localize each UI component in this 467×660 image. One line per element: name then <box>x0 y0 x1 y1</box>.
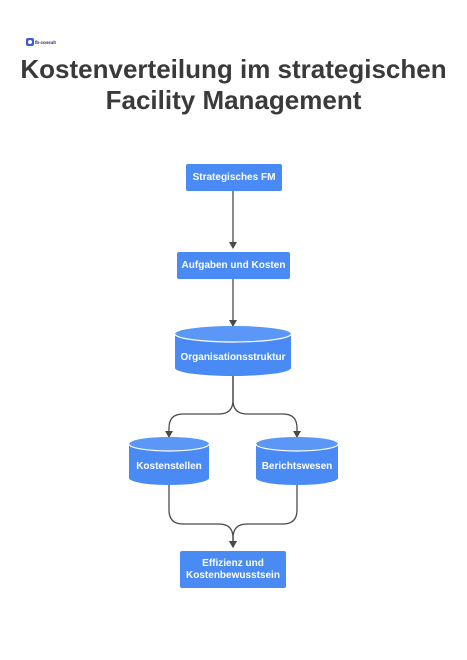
node-effizienz-label-line-1: Effizienz und <box>202 557 264 569</box>
node-effizienz-label-line-2: Kostenbewusstsein <box>186 569 280 581</box>
node-strategisches-fm-label: Strategisches FM <box>192 171 276 183</box>
logo-icon <box>26 38 34 46</box>
company-logo: fb-consult <box>26 37 56 47</box>
node-berichtswesen: Berichtswesen <box>256 453 338 479</box>
node-organisationsstruktur: Organisationsstruktur <box>175 344 291 370</box>
node-kostenstellen-shape <box>128 437 210 485</box>
edge-berichtswesen-to-effizienz <box>229 484 298 548</box>
page-title: Kostenverteilung im strategischen Facili… <box>0 54 467 116</box>
logo-text: fb-consult <box>35 39 56 45</box>
edge-organisation-to-berichtswesen <box>232 376 301 438</box>
node-aufgaben-und-kosten: Aufgaben und Kosten <box>177 252 290 279</box>
edge-organisation-to-kostenstellen <box>165 376 234 438</box>
node-strategisches-fm: Strategisches FM <box>186 164 282 191</box>
node-organisationsstruktur-label: Organisationsstruktur <box>180 351 286 363</box>
node-aufgaben-und-kosten-label: Aufgaben und Kosten <box>181 259 286 271</box>
node-kostenstellen-label: Kostenstellen <box>136 460 202 472</box>
edge-kostenstellen-to-effizienz <box>168 484 237 548</box>
page-title-line-1: Kostenverteilung im strategischen <box>20 54 447 84</box>
node-organisationsstruktur-shape <box>174 326 292 376</box>
node-effizienz-und-kostenbewusstsein: Effizienz und Kostenbewusstsein <box>180 551 286 588</box>
node-berichtswesen-label: Berichtswesen <box>261 460 333 472</box>
node-berichtswesen-shape <box>255 437 339 485</box>
node-kostenstellen: Kostenstellen <box>129 453 209 479</box>
page-title-line-2: Facility Management <box>105 85 362 115</box>
